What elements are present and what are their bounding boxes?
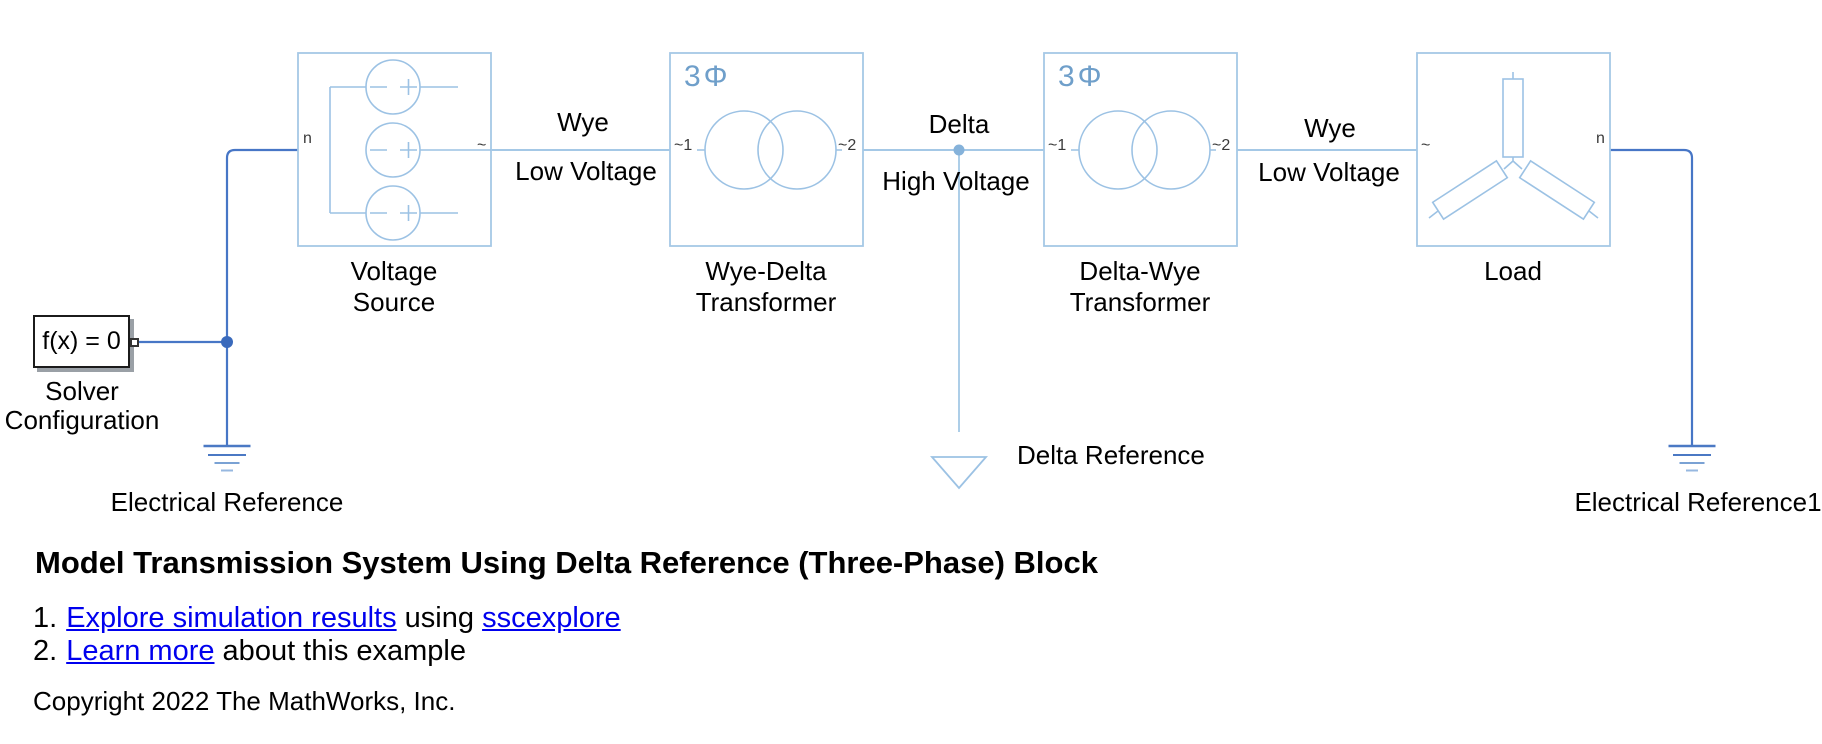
- wire1-top-label: Wye: [557, 107, 609, 137]
- junction-dot-electrical: [221, 336, 233, 348]
- wire-load-n-to-ground[interactable]: [1610, 148, 1694, 446]
- voltage-source-port-n-label: n: [303, 130, 312, 147]
- wye-delta-three-phase-badge: 3Φ: [684, 60, 731, 93]
- load-block[interactable]: [1416, 52, 1611, 247]
- electrical-reference1-label: Electrical Reference1: [1574, 487, 1822, 517]
- delta-wye-port2-label: ~2: [1212, 137, 1231, 154]
- list-item-1: 1.Explore simulation results using sscex…: [33, 602, 621, 635]
- wye-delta-transformer-label: Wye-Delta Transformer: [695, 256, 837, 317]
- list-item-1-number: 1.: [33, 602, 58, 634]
- delta-wye-transformer-icon: [1071, 110, 1216, 190]
- delta-wye-port1-label: ~1: [1048, 137, 1067, 154]
- sscexplore-link[interactable]: sscexplore: [482, 602, 621, 634]
- delta-wye-three-phase-badge: 3Φ: [1058, 60, 1105, 93]
- solver-configuration-port[interactable]: [130, 338, 139, 347]
- load-port-in-label: ~: [1421, 137, 1431, 154]
- wire1-bottom-label: Low Voltage: [515, 156, 657, 186]
- voltage-source-port-out-label: ~: [477, 137, 487, 154]
- delta-reference-label: Delta Reference: [1017, 440, 1205, 470]
- wire2-bottom-label: High Voltage: [882, 166, 1030, 196]
- wye-delta-port2-label: ~2: [838, 137, 857, 154]
- load-icon: [1428, 72, 1599, 221]
- wire-voltage-source-n-to-ground[interactable]: [225, 148, 366, 446]
- solver-configuration-label: Solver Configuration: [4, 376, 160, 435]
- list-item-2-number: 2.: [33, 635, 58, 667]
- list-item-1-middle: using: [396, 602, 483, 634]
- solver-configuration-block[interactable]: f(x) = 0: [33, 315, 130, 368]
- wire2-top-label: Delta: [928, 109, 990, 139]
- explore-simulation-results-link[interactable]: Explore simulation results: [66, 602, 397, 634]
- load-port-n-label: n: [1596, 130, 1605, 147]
- copyright-text: Copyright 2022 The MathWorks, Inc.: [33, 686, 456, 716]
- load-label: Load: [1484, 256, 1542, 286]
- electrical-reference-label: Electrical Reference: [110, 487, 344, 517]
- delta-reference-block[interactable]: [930, 456, 988, 490]
- model-title: Model Transmission System Using Delta Re…: [35, 545, 1098, 580]
- wire3-bottom-label: Low Voltage: [1258, 157, 1400, 187]
- wye-delta-transformer-icon: [697, 110, 842, 190]
- electrical-reference1-ground-icon[interactable]: [1668, 444, 1716, 472]
- wye-delta-transformer-block[interactable]: [669, 52, 864, 247]
- list-item-2: 2.Learn more about this example: [33, 635, 621, 668]
- voltage-source-label: Voltage Source: [350, 256, 438, 317]
- voltage-source-icon: [329, 59, 491, 241]
- learn-more-link[interactable]: Learn more: [66, 635, 215, 667]
- electrical-reference-ground-icon[interactable]: [203, 444, 251, 472]
- junction-dot-three-phase: [953, 144, 965, 156]
- list-item-2-rest: about this example: [214, 635, 466, 667]
- instructions-list: 1.Explore simulation results using sscex…: [33, 602, 621, 668]
- wire3-top-label: Wye: [1304, 113, 1356, 143]
- delta-wye-transformer-label: Delta-Wye Transformer: [1069, 256, 1211, 317]
- wye-delta-port1-label: ~1: [674, 137, 693, 154]
